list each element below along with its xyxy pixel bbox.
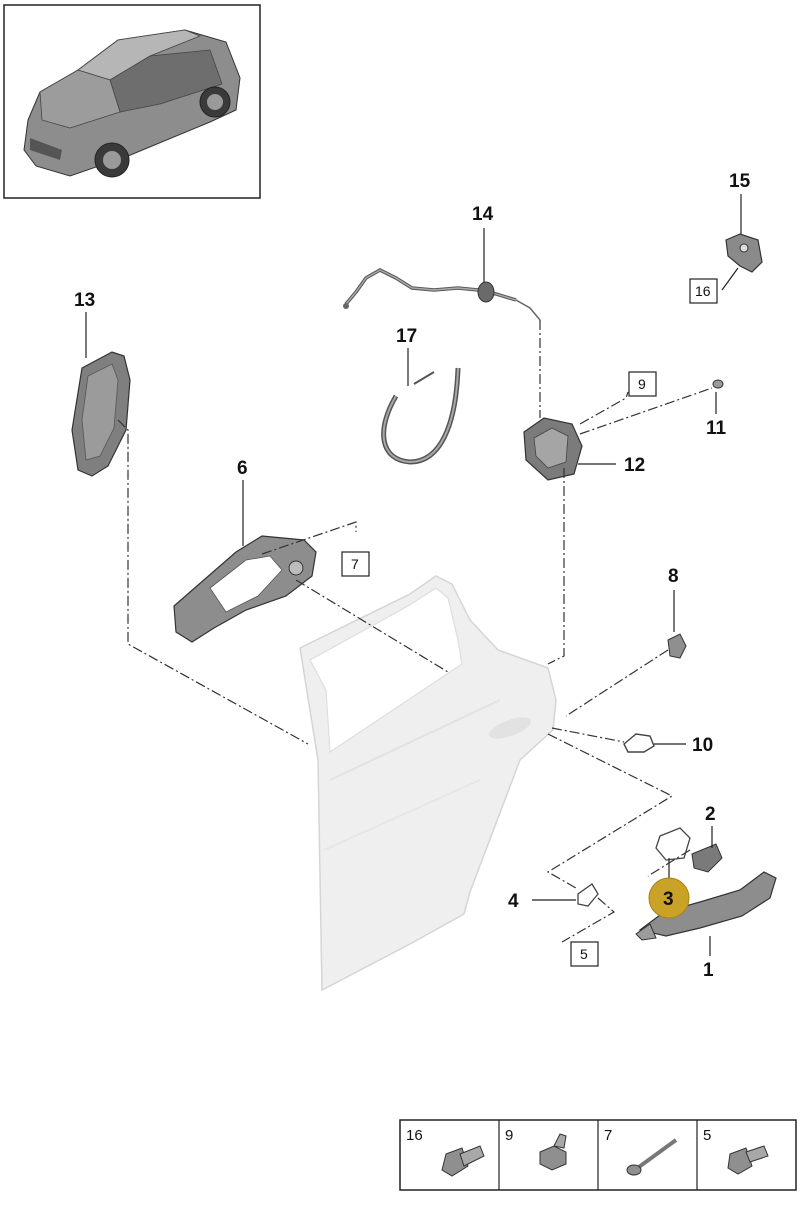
part-4-bezel xyxy=(577,883,599,907)
callout-6: 6 xyxy=(237,458,248,479)
legend-label-7: 7 xyxy=(604,1127,612,1144)
part-11-pin xyxy=(712,379,724,389)
part-6-handle-carrier xyxy=(173,535,317,643)
screw-flanged-head-icon xyxy=(441,1145,485,1177)
part-2-cap xyxy=(691,843,723,873)
callout-13: 13 xyxy=(74,290,95,311)
callout-8: 8 xyxy=(668,566,679,587)
callout-3: 3 xyxy=(663,889,674,910)
bolt-long-shank-icon xyxy=(626,1138,678,1176)
callouts: 1 2 3 4 6 8 10 11 12 13 14 15 17 xyxy=(74,171,751,981)
callout-12: 12 xyxy=(624,455,645,476)
callout-1: 1 xyxy=(703,960,714,981)
part-10-bezel xyxy=(623,733,655,753)
callout-17: 17 xyxy=(396,326,417,347)
boxed-ref-9: 9 xyxy=(638,376,646,392)
boxed-ref-5: 5 xyxy=(580,946,588,962)
leader-lines xyxy=(85,194,742,956)
callout-2: 2 xyxy=(705,804,716,825)
legend-label-5: 5 xyxy=(703,1127,711,1144)
callout-11: 11 xyxy=(706,418,727,439)
callout-4: 4 xyxy=(508,891,519,912)
part-17-cable xyxy=(381,367,461,465)
car-thumbnail xyxy=(3,4,261,199)
rear-door-panel xyxy=(299,575,557,992)
callout-10: 10 xyxy=(692,735,713,756)
boxed-ref-7: 7 xyxy=(351,556,359,572)
legend-label-9: 9 xyxy=(505,1127,513,1144)
part-13-trim-panel xyxy=(71,351,131,477)
part-14-cable xyxy=(343,268,541,321)
callout-14: 14 xyxy=(472,204,494,225)
callout-15: 15 xyxy=(729,171,751,192)
part-12-door-lock xyxy=(523,417,583,481)
callout-3-highlight xyxy=(648,877,690,919)
legend-label-16: 16 xyxy=(406,1127,423,1144)
part-8-cap xyxy=(667,633,687,659)
screw-washer-head-icon xyxy=(539,1133,567,1171)
boxed-refs: 16 9 7 5 xyxy=(341,278,718,967)
fastener-legend: 16 9 7 5 xyxy=(399,1119,797,1191)
part-15-striker xyxy=(725,233,763,273)
boxed-ref-16: 16 xyxy=(695,283,711,299)
screw-short-head-icon xyxy=(727,1145,769,1175)
part-3-gasket xyxy=(655,827,691,861)
